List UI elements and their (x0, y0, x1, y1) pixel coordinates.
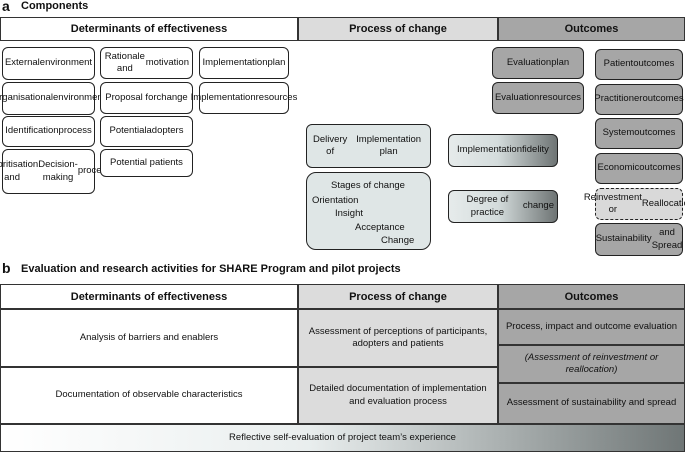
a-header-outcomes: Outcomes (498, 17, 685, 41)
section-a-letter: a (2, 0, 10, 14)
section-b-letter: b (2, 260, 11, 276)
stage-title: Stages of change (331, 180, 405, 191)
b-cell-sustainability-spread: Assessment of sustainability and spread (498, 383, 685, 424)
b-cell-detailed-documentation: Detailed documentation of implementation… (298, 367, 498, 424)
section-a-title: Components (21, 0, 89, 12)
b-cell-observable-characteristics: Documentation of observable characterist… (0, 367, 298, 424)
box-organisational-environment: Organisationalenvironment (0, 82, 105, 115)
stage-orientation: Orientation (312, 195, 359, 206)
a-header-determinants: Determinants of effectiveness (0, 17, 298, 41)
b-cell-reinvestment-reallocation: (Assessment of reinvestment or reallocat… (498, 345, 685, 383)
b-cell-assessment-perceptions: Assessment of perceptions of participant… (298, 309, 498, 367)
section-b-title: Evaluation and research activities for S… (21, 263, 401, 275)
box-reinvestment-or-reallocation: Reinvestment orReallocation (584, 188, 685, 220)
stage-insight: Insight (335, 208, 363, 219)
stage-acceptance: Acceptance (355, 222, 405, 233)
a-header-process: Process of change (298, 17, 498, 41)
stage-change: Change (381, 235, 415, 246)
b-cell-process-impact-outcome: Process, impact and outcome evaluation (498, 309, 685, 345)
box-potential-patients: Potential patients (100, 149, 193, 177)
b-header-outcomes: Outcomes (498, 284, 685, 309)
b-header-determinants: Determinants of effectiveness (0, 284, 298, 309)
b-header-process: Process of change (298, 284, 498, 309)
b-cell-barriers-enablers: Analysis of barriers and enablers (0, 309, 298, 367)
box-stages-of-change: Stages of change Orientation Insight Acc… (306, 172, 431, 250)
b-footer-reflective-evaluation: Reflective self-evaluation of project te… (0, 424, 685, 452)
